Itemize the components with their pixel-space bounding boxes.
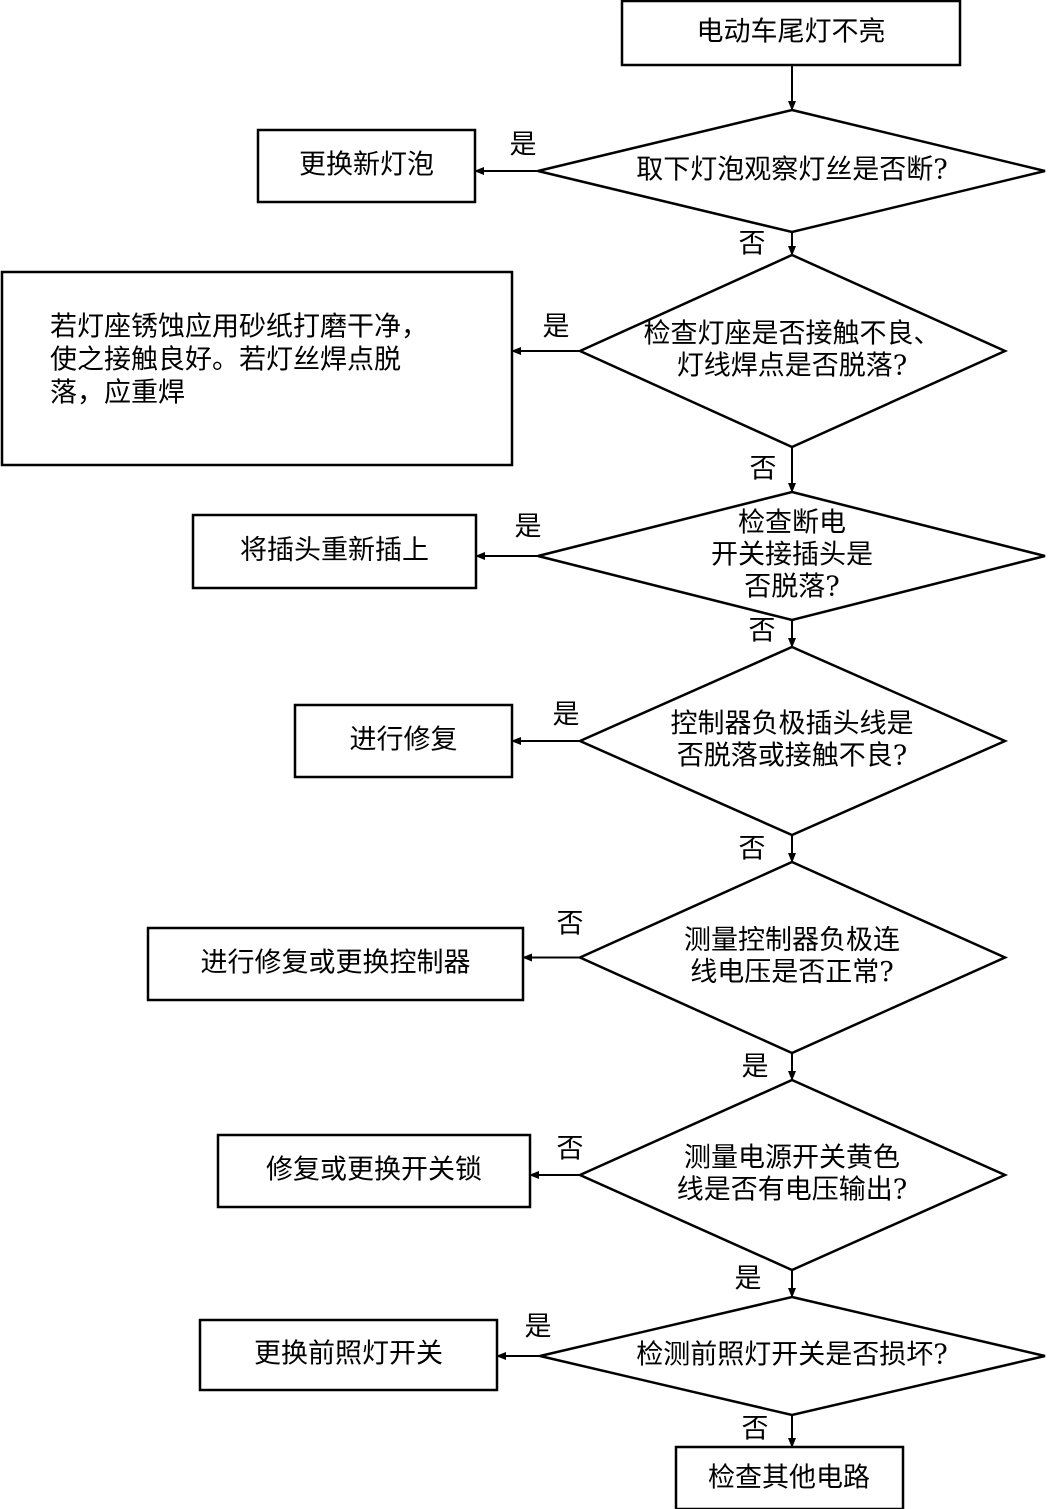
action-text-2: 使之接触良好。若灯丝焊点脱: [50, 345, 401, 376]
action-box-4: [293, 703, 514, 779]
action-box-6: [216, 1133, 532, 1209]
action-box-5: [146, 926, 525, 1002]
action-text-3: 将插头重新插上: [240, 535, 429, 566]
decision-question-7: 检测前照灯开关是否损坏?: [636, 1340, 947, 1371]
decision-question-5: 测量控制器负极连: [684, 925, 900, 956]
decision-question-4: 否脱落或接触不良?: [677, 741, 907, 772]
down-label-7: 否: [742, 1414, 769, 1445]
decision-question-3: 否脱落?: [744, 572, 839, 603]
decision-question-4: 控制器负极插头线是: [671, 709, 914, 740]
action-text-5: 进行修复或更换控制器: [201, 948, 471, 979]
decision-question-2: 检查灯座是否接触不良、: [644, 319, 941, 350]
action-text-7: 更换前照灯开关: [254, 1339, 443, 1370]
decision-question-3: 开关接插头是: [711, 540, 873, 571]
branch-label-4: 是: [553, 700, 580, 731]
end-box: [674, 1445, 905, 1509]
action-box-7: [198, 1318, 499, 1392]
branch-label-1: 是: [510, 130, 537, 161]
branch-label-2: 是: [543, 312, 570, 343]
action-text-6: 修复或更换开关锁: [266, 1155, 482, 1186]
end-label: 检查其他电路: [708, 1463, 870, 1494]
down-label-6: 是: [735, 1264, 762, 1295]
branch-label-7: 是: [525, 1312, 552, 1343]
decision-question-6: 线是否有电压输出?: [677, 1175, 907, 1206]
action-text-2: 若灯座锈蚀应用砂纸打磨干净，: [50, 312, 428, 343]
decision-question-2: 灯线焊点是否脱落?: [677, 351, 907, 382]
decision-question-1: 取下灯泡观察灯丝是否断?: [636, 155, 947, 186]
decision-question-5: 线电压是否正常?: [690, 957, 893, 988]
decision-question-6: 测量电源开关黄色: [684, 1143, 900, 1174]
action-text-2: 落，应重焊: [50, 378, 185, 409]
action-text-4: 进行修复: [350, 725, 458, 756]
branch-label-5: 否: [557, 909, 584, 940]
decision-question-3: 检查断电: [738, 508, 846, 539]
down-label-3: 否: [749, 616, 776, 647]
action-box-3: [191, 513, 478, 590]
start-box: [620, 0, 962, 67]
branch-label-6: 否: [557, 1134, 584, 1165]
action-box-1: [256, 128, 477, 204]
down-label-5: 是: [742, 1052, 769, 1083]
down-label-4: 否: [739, 834, 766, 865]
down-label-1: 否: [739, 229, 766, 260]
start-label: 电动车尾灯不亮: [697, 17, 886, 48]
branch-label-3: 是: [515, 512, 542, 543]
down-label-2: 否: [750, 454, 777, 485]
action-text-1: 更换新灯泡: [299, 150, 434, 181]
action-box-2: [0, 270, 514, 467]
